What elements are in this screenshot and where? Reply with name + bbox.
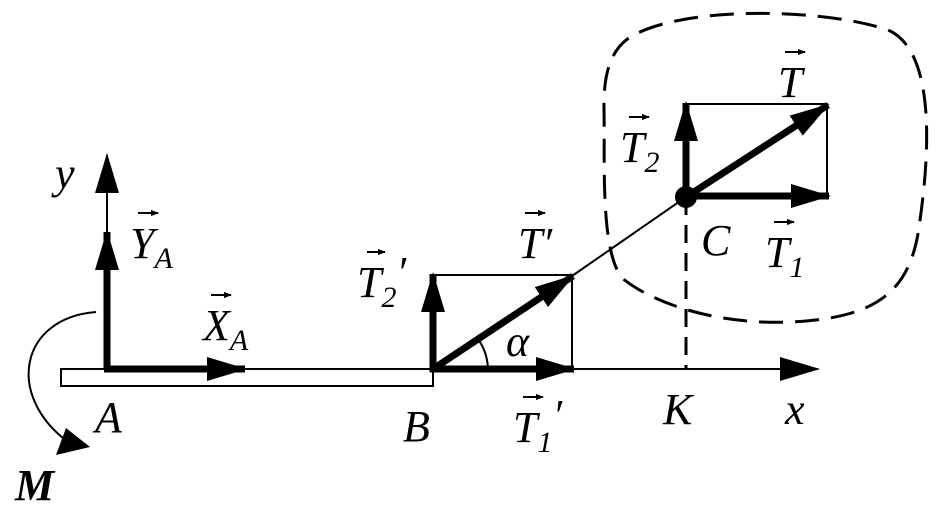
moment-arrow-head — [56, 428, 90, 455]
label-point-a: A — [92, 393, 123, 442]
label-axis-y: y — [51, 149, 75, 198]
label-point-b: B — [403, 402, 430, 451]
beam — [60, 368, 434, 387]
svg-text:T′: T′ — [518, 219, 553, 268]
label-moment: M — [14, 461, 56, 510]
label-point-k: K — [662, 385, 695, 434]
cut-boundary — [602, 11, 929, 324]
label-force-t2prime: T2′ — [357, 248, 407, 314]
label-angle-alpha: α — [506, 317, 530, 366]
svg-text:T2′: T2′ — [357, 248, 407, 314]
svg-text:XA: XA — [201, 301, 249, 357]
force-tprime-arrow — [431, 273, 575, 372]
label-force-tprime: T′ — [518, 209, 553, 268]
moment-arc-arrow — [27, 311, 97, 443]
label-force-ya: YA — [130, 209, 173, 275]
cable-line — [571, 196, 687, 277]
label-axis-x: x — [784, 385, 805, 434]
point-c-dot — [675, 186, 697, 208]
label-force-t1prime: T1′ — [513, 391, 563, 459]
force-t-arrow — [684, 102, 830, 200]
svg-text:YA: YA — [130, 219, 173, 275]
label-force-xa: XA — [201, 291, 249, 357]
label-force-t1: T1 — [765, 218, 804, 284]
svg-text:T1: T1 — [765, 228, 804, 284]
svg-text:T2: T2 — [620, 123, 659, 179]
label-force-t2: T2 — [620, 113, 659, 179]
angle-arc — [477, 338, 489, 370]
label-force-t: T — [778, 48, 806, 107]
svg-text:T1′: T1′ — [513, 391, 563, 459]
label-point-c: C — [701, 216, 731, 265]
svg-text:T: T — [778, 58, 806, 107]
